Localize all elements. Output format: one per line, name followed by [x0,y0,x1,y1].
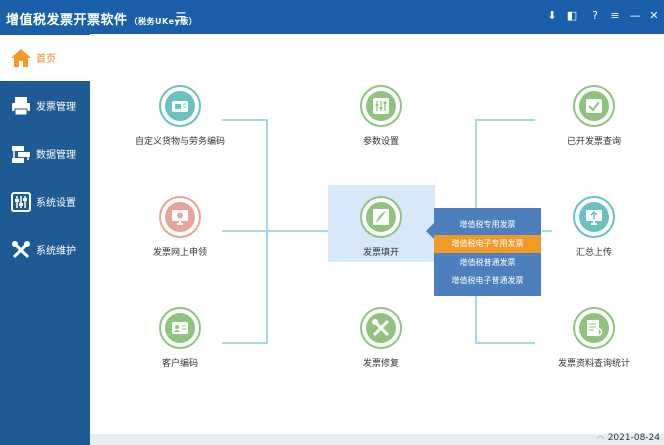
data-icon [12,146,30,163]
sidebar-item-label: 数据管理 [36,150,76,161]
printer-icon [12,97,30,116]
node-invoice-repair[interactable]: 发票修复 [311,307,451,379]
node-label: 参数设置 [362,137,399,147]
node-label: 客户编码 [161,359,198,369]
flow-line [475,119,535,121]
node-stats[interactable]: 发票资料查询统计 [524,307,664,379]
flow-line [542,230,552,232]
menu-item-vat-e-special[interactable]: 增值税电子专用发票 [434,235,541,253]
node-invoice-fill[interactable]: 发票填开 [311,196,451,268]
close-icon[interactable]: ✕ [649,9,659,22]
node-label: 汇总上传 [575,248,612,258]
sidebar-item-label: 系统设置 [36,198,76,209]
status-date: 2021-08-24 [607,433,660,443]
node-label: 发票填开 [362,248,399,258]
node-invoice-apply[interactable]: 发票网上申领 [110,196,250,268]
node-goods-code[interactable]: 自定义货物与劳务编码 [110,85,250,157]
sidebar-item-label: 发票管理 [36,102,76,113]
app-title: 增值税发票开票软件（税务UKey版） [6,9,197,28]
sidebar-item-invoice-management[interactable]: 发票管理 [0,83,90,129]
stats-icon [573,307,615,349]
node-customer-code[interactable]: 客户编码 [110,307,250,379]
node-issued-query[interactable]: 已开发票查询 [524,85,664,157]
wifi-icon: ◠ [597,434,604,443]
flow-line [222,342,268,344]
sidebar-item-label: 首页 [36,54,56,65]
menu-item-vat-special[interactable]: 增值税专用发票 [459,220,516,229]
upload-icon [573,196,615,238]
invoice-apply-icon [159,196,201,238]
sliders-icon [11,192,31,212]
sidebar-item-home[interactable]: 首页 [0,35,90,81]
invoice-fill-icon [360,196,402,238]
pin-icon[interactable]: ⬇ [547,9,557,22]
issued-query-icon [573,85,615,127]
invoice-type-menu: 增值税专用发票 增值税电子专用发票 增值税普通发票 增值税电子普通发票 [426,208,541,296]
menu-item-vat-normal[interactable]: 增值税普通发票 [459,258,516,267]
flow-line [475,342,535,344]
skin-icon[interactable]: ◧ [566,9,578,22]
flow-line [222,230,268,232]
node-label: 自定义货物与劳务编码 [134,137,225,147]
sidebar-item-label: 系统维护 [36,246,76,257]
flow-line [266,230,328,232]
app-title-text: 增值税发票开票软件 [6,13,128,28]
repair-icon [360,307,402,349]
node-upload[interactable]: 汇总上传 [524,196,664,268]
node-params[interactable]: 参数设置 [311,85,451,157]
customer-code-icon [159,307,201,349]
sidebar: 首页 发票管理 数据管理 系统设置 [0,34,90,445]
status-bar: ◠ 2021-08-24 [90,433,664,445]
title-bar: 增值税发票开票软件（税务UKey版） ☰ ⬇ ◧ ? ≡ — ✕ [0,0,664,34]
tools-icon [12,241,30,259]
help-icon[interactable]: ? [592,9,598,22]
sidebar-item-data-management[interactable]: 数据管理 [0,131,90,177]
menu-toggle-button[interactable]: ☰ [175,10,187,24]
home-icon [11,49,31,67]
goods-code-icon [159,85,201,127]
params-icon [360,85,402,127]
node-label: 已开发票查询 [566,137,621,147]
main-menu-icon[interactable]: ≡ [610,9,620,22]
flow-line [222,119,268,121]
menu-item-vat-e-normal[interactable]: 增值税电子普通发票 [451,276,524,285]
minimize-icon[interactable]: — [629,9,641,22]
node-label: 发票网上申领 [152,248,207,258]
sidebar-item-system-settings[interactable]: 系统设置 [0,179,90,225]
node-label: 发票修复 [362,359,399,369]
app-subtitle: （税务UKey版） [129,17,198,26]
node-label: 发票资料查询统计 [557,359,630,369]
sidebar-item-system-maintenance[interactable]: 系统维护 [0,227,90,273]
home-flow-panel: 自定义货物与劳务编码 发票网上申领 客户编码 参数设置 发票填开 发票修复 [90,34,664,434]
menu-pointer [426,223,434,239]
